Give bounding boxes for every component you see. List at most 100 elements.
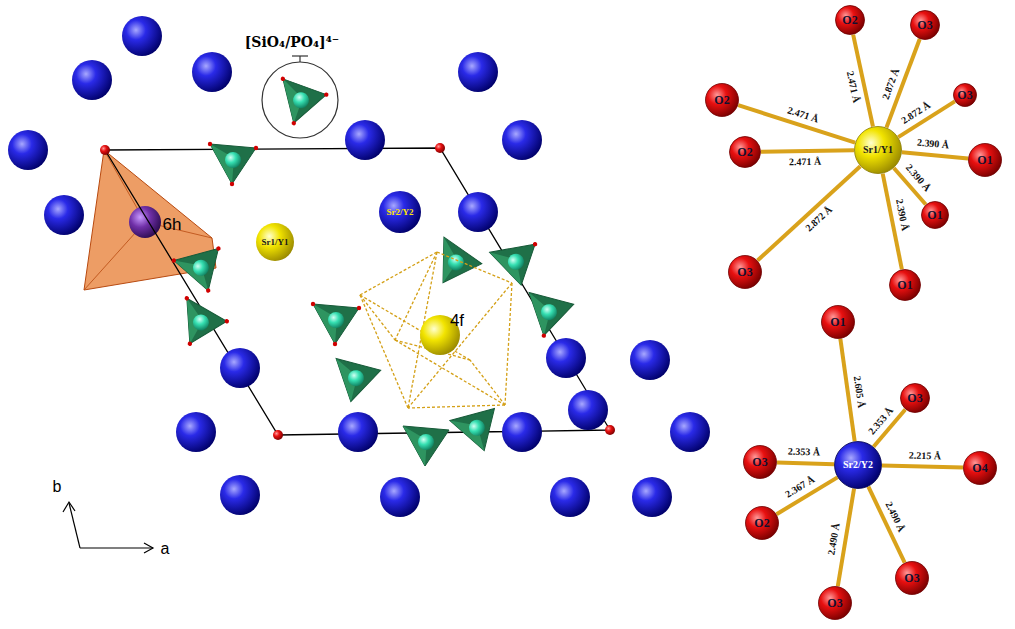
cation-sphere xyxy=(546,338,586,378)
tetrahedral-atom xyxy=(347,369,366,388)
atom-label: O3 xyxy=(917,19,932,31)
callout-circle xyxy=(262,62,338,138)
atom-label: O3 xyxy=(752,456,767,468)
atom-label: O3 xyxy=(737,266,752,278)
atom-sphere xyxy=(901,384,930,413)
tetrahedron-face xyxy=(174,252,210,298)
tetrahedron-face xyxy=(450,405,507,458)
cation-sphere xyxy=(44,195,84,235)
cation-sphere xyxy=(502,412,542,452)
bond-line xyxy=(758,166,861,260)
oxygen-dot xyxy=(224,318,230,324)
oxygen-dot xyxy=(541,333,546,338)
oxygen-atom: O3 xyxy=(743,445,777,479)
tetrahedron xyxy=(270,76,330,132)
polyhedron-edge xyxy=(360,295,408,408)
tetrahedral-atom xyxy=(506,252,526,272)
cation-sphere xyxy=(550,477,590,517)
site-label: Sr1/Y1 xyxy=(262,238,289,247)
cation-sphere xyxy=(458,192,498,232)
oxygen-dot xyxy=(171,258,177,264)
atom-label: O1 xyxy=(977,154,992,166)
tetrahedron-face xyxy=(329,358,381,405)
tetrahedral-atom xyxy=(225,152,241,168)
oxygen-atom: O2 xyxy=(835,5,865,35)
polyhedron-edge xyxy=(360,295,470,360)
atom-label: O3 xyxy=(957,89,972,101)
atom-label: O3 xyxy=(904,572,919,584)
tetrahedron xyxy=(167,295,231,357)
bond-line xyxy=(902,152,968,158)
polyhedron-label: [SiO₄/PO₄]⁴⁻ xyxy=(245,35,340,49)
tetrahedral-atom xyxy=(190,312,211,333)
axis-arrowhead xyxy=(63,502,75,512)
atom-sphere xyxy=(822,306,855,339)
atom-sphere xyxy=(896,562,929,595)
atom-label: O1 xyxy=(927,209,942,221)
tetrahedron xyxy=(329,358,381,405)
tetrahedron xyxy=(424,237,484,295)
tetrahedron-face xyxy=(210,144,256,184)
tetrahedron-face xyxy=(424,237,484,295)
oxygen-atom: O1 xyxy=(821,305,855,339)
atom-label: O2 xyxy=(842,14,857,26)
bond-length: 2.490 Å xyxy=(826,521,843,557)
cation-sphere xyxy=(632,477,672,517)
polyhedron-edge xyxy=(408,283,512,408)
polyhedron-edge xyxy=(360,295,395,340)
axis-arrowhead xyxy=(144,543,153,553)
atom-sphere xyxy=(706,84,739,117)
oxygen-atom: O3 xyxy=(900,383,930,413)
bond-length: 2.471 Å xyxy=(844,69,863,105)
cation-sphere xyxy=(220,348,260,388)
oxygen-atom: O3 xyxy=(728,255,762,289)
cation-sphere xyxy=(568,390,608,430)
atom-label: O3 xyxy=(907,392,922,404)
tetrahedron xyxy=(403,426,449,466)
atom-label: Sr1/Y1 xyxy=(863,145,893,155)
bond-length: 2.490 Å xyxy=(882,499,908,535)
oxygen-dot xyxy=(230,182,234,186)
tetrahedron xyxy=(171,242,234,301)
bond-length: 2.872 Å xyxy=(880,65,903,101)
tetrahedron-face xyxy=(450,412,486,458)
oxygen-dot xyxy=(205,288,211,294)
cation-sphere xyxy=(220,475,260,515)
bond-length: 2.353 Å xyxy=(787,446,822,459)
oxygen-atom: O1 xyxy=(889,269,921,301)
atom-sphere xyxy=(890,270,921,301)
tetrahedron-face xyxy=(313,304,359,344)
oxygen-atom: O2 xyxy=(745,506,779,540)
axis-line xyxy=(80,547,153,548)
bond-length: 2.353 Å xyxy=(865,404,896,438)
oxygen-atom: O3 xyxy=(895,561,929,595)
bond-line xyxy=(882,466,963,468)
tetrahedral-atom xyxy=(418,434,434,450)
atom-sphere xyxy=(746,507,779,540)
atom-label: Sr2/Y2 xyxy=(843,460,873,470)
bond-line xyxy=(761,150,854,151)
bond-length: 2.471 Å xyxy=(785,104,821,126)
bond-length: 2.471 Å xyxy=(788,156,822,169)
cation-sphere xyxy=(192,52,232,92)
cation-sphere xyxy=(670,412,710,452)
bond-length: 2.367 Å xyxy=(782,474,818,502)
atom-label: O1 xyxy=(830,316,845,328)
atom-sphere xyxy=(954,84,977,107)
atom-sphere xyxy=(729,256,762,289)
cell-corner xyxy=(273,430,283,440)
oxygen-dot xyxy=(311,302,315,306)
oxygen-dot xyxy=(184,295,190,301)
atom-label: O3 xyxy=(827,597,842,609)
metal-site-atom: Sr2/Y2 xyxy=(834,441,882,489)
tetrahedral-atom xyxy=(540,303,559,322)
atom-label: O2 xyxy=(754,517,769,529)
cation-sphere xyxy=(122,16,162,56)
bond-line xyxy=(777,463,834,465)
oxygen-dot xyxy=(357,306,361,310)
polyhedron-edge xyxy=(408,405,505,408)
oxygen-atom: O3 xyxy=(818,586,852,620)
tetrahedron-face xyxy=(403,426,449,466)
tetrahedral-atom xyxy=(328,312,344,328)
